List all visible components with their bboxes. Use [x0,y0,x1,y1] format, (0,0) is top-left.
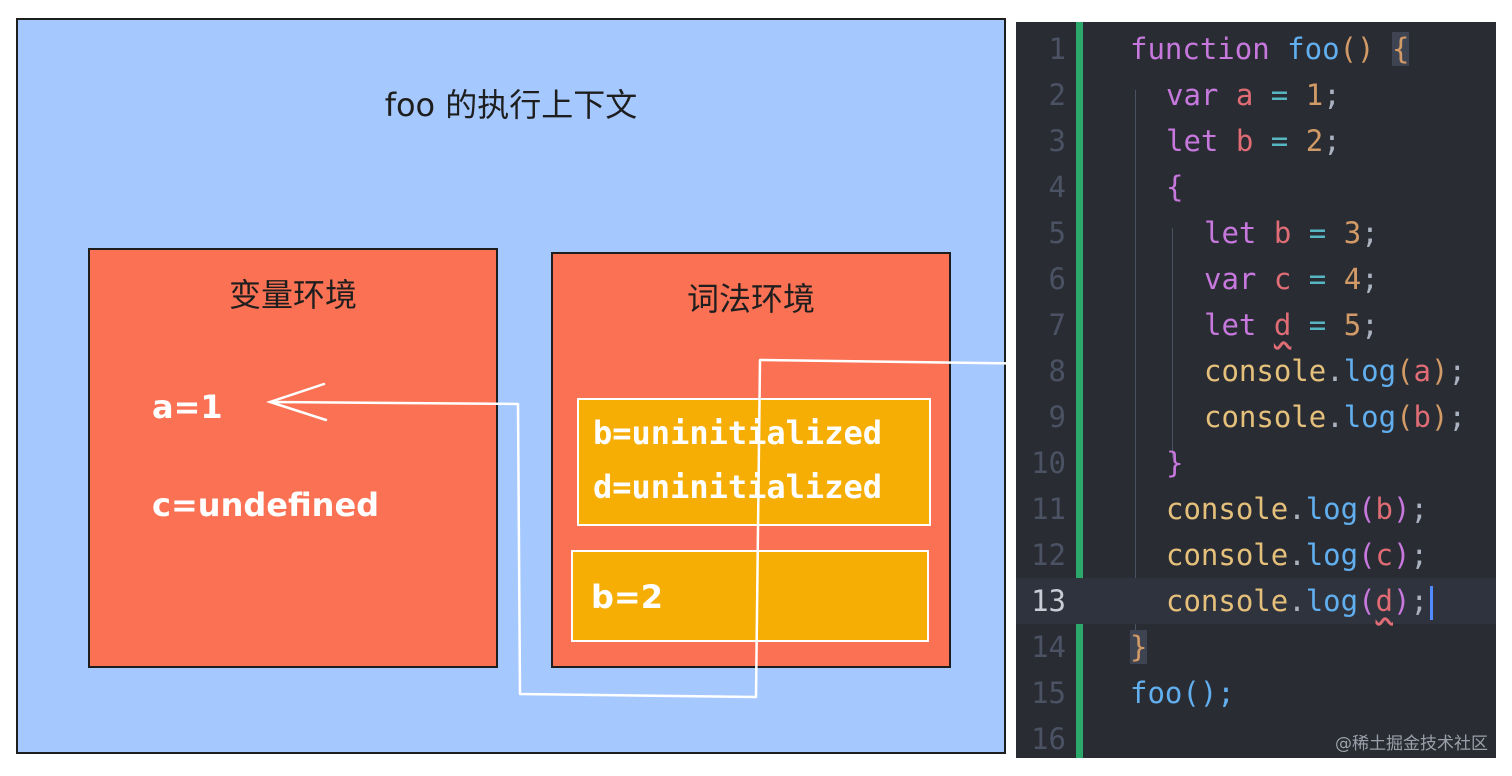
line-number: 6 [1048,262,1066,296]
line-number: 9 [1048,400,1066,434]
code-line-3[interactable]: 3 let b = 2; [1016,118,1496,164]
variable-entry-a: a=1 [152,388,223,426]
line-number: 7 [1048,308,1066,342]
code-line-9[interactable]: 9 console.log(b); [1016,394,1496,440]
line-number: 14 [1031,630,1066,664]
variable-entry-c: c=undefined [152,486,380,524]
gutter-change-bar [1076,22,1083,758]
variable-environment-title: 变量环境 [228,276,357,314]
line-number: 10 [1031,446,1066,480]
inner-entry-d: d=uninitialized [593,468,882,506]
line-number: 2 [1048,78,1066,112]
line-number: 5 [1048,216,1066,250]
code-line-11[interactable]: 11 console.log(b); [1016,486,1496,532]
code-line-15[interactable]: 15 foo(); [1016,670,1496,716]
context-title: foo 的执行上下文 [384,86,638,124]
lexical-environment-title: 词法环境 [686,280,815,318]
inner-entry-b: b=uninitialized [593,414,882,452]
code-line-5[interactable]: 5 let b = 3; [1016,210,1496,256]
line-number-active: 13 [1031,584,1066,618]
outer-entry-b: b=2 [591,578,663,616]
indent-guide-outer [1135,90,1136,642]
indent-guide-inner [1172,228,1173,458]
code-line-16[interactable]: 16 [1016,716,1496,758]
line-number: 4 [1048,170,1066,204]
outer-block-scope: b=2 [571,550,929,642]
code-line-13-active[interactable]: 13 console.log(d); [1016,578,1496,624]
code-line-8[interactable]: 8 console.log(a); [1016,348,1496,394]
text-cursor [1429,586,1433,620]
line-number: 11 [1031,492,1066,526]
code-line-7[interactable]: 7 let d = 5; [1016,302,1496,348]
code-editor: 1 function foo() { 2 var a = 1; 3 let b … [1016,22,1496,758]
execution-context: foo 的执行上下文 变量环境 a=1 c=undefined 词法环境 b=u… [16,18,1006,754]
line-number: 8 [1048,354,1066,388]
code-line-10[interactable]: 10 } [1016,440,1496,486]
line-number: 3 [1048,124,1066,158]
watermark: @稀土掘金技术社区 [1335,734,1488,754]
code-line-12[interactable]: 12 console.log(c); [1016,532,1496,578]
code-line-6[interactable]: 6 var c = 4; [1016,256,1496,302]
code-line-2[interactable]: 2 var a = 1; [1016,72,1496,118]
line-number: 12 [1031,538,1066,572]
variable-environment: 变量环境 a=1 c=undefined [88,248,498,668]
code-line-1[interactable]: 1 function foo() { [1016,26,1496,72]
code-line-4[interactable]: 4 { [1016,164,1496,210]
inner-block-scope: b=uninitialized d=uninitialized [577,398,931,526]
lexical-environment: 词法环境 b=uninitialized d=uninitialized b=2 [551,252,951,668]
line-number: 16 [1031,722,1066,756]
code-line-14[interactable]: 14 } [1016,624,1496,670]
line-number: 15 [1031,676,1066,710]
line-number: 1 [1048,32,1066,66]
